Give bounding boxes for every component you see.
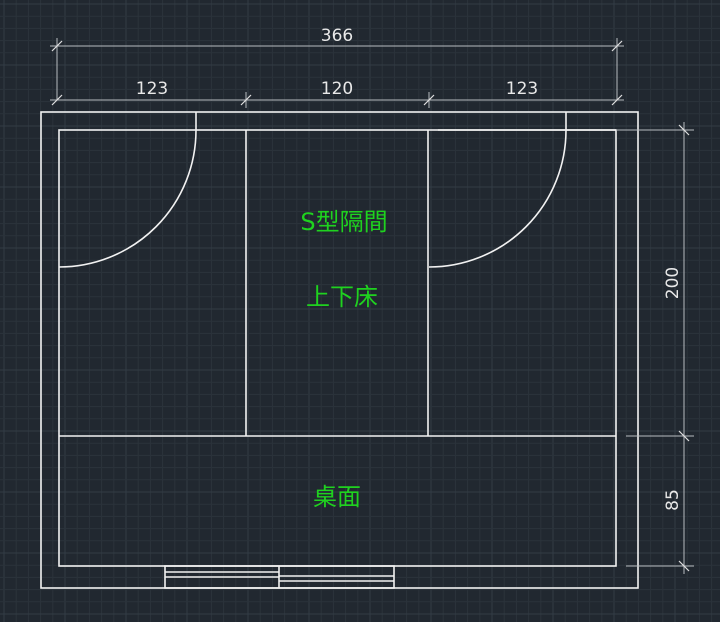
window xyxy=(164,565,395,589)
dim-lower-height-text: 85 xyxy=(663,489,683,511)
dim-total-width-text: 366 xyxy=(321,26,353,46)
label-desk: 桌面 xyxy=(313,483,361,511)
dimension-segments: 123 120 123 xyxy=(50,79,624,108)
dimension-total-width: 366 xyxy=(50,26,624,100)
dim-middle-width-text: 120 xyxy=(321,79,353,99)
left-door-arc xyxy=(58,129,197,268)
dim-left-width-text: 123 xyxy=(136,79,168,99)
right-door-arc xyxy=(428,129,567,268)
dim-right-width-text: 123 xyxy=(506,79,538,99)
dimension-vertical: 200 85 xyxy=(616,122,694,574)
dim-upper-height-text: 200 xyxy=(663,267,683,299)
label-bunk-bed: 上下床 xyxy=(306,283,378,311)
label-partition: S型隔間 xyxy=(300,208,387,236)
